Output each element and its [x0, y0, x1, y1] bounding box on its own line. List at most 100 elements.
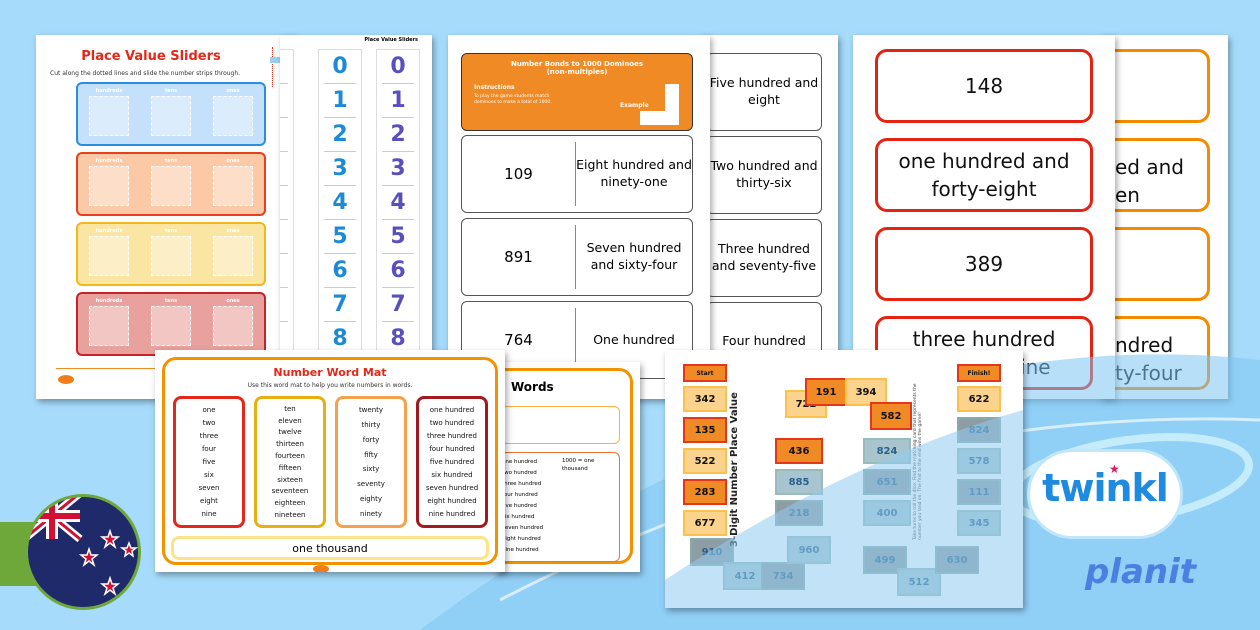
number-word: six hundred	[431, 471, 473, 480]
number-word: sixteen	[277, 475, 303, 484]
strip-digit: 1	[382, 84, 414, 118]
number-card: one hundred and forty-eight	[875, 138, 1093, 212]
slider-label: hundreds	[95, 88, 123, 94]
board-tile: 522	[683, 448, 727, 474]
slider-label: hundreds	[95, 158, 123, 164]
domino-back: Two hundred and thirty-six	[706, 136, 822, 214]
slider-cell: ones	[212, 228, 254, 284]
word-mat-frame	[162, 357, 498, 565]
strip-digit: 5	[382, 220, 414, 254]
slider-slot[interactable]	[89, 166, 129, 206]
slider-slot[interactable]	[213, 236, 253, 276]
twinkl-mini-logo	[313, 565, 329, 572]
number-word: four hundred	[429, 444, 475, 453]
number-word: three hundred	[427, 431, 477, 440]
number-card: 148	[875, 49, 1093, 123]
board-tile: 582	[870, 402, 912, 430]
slider-cell: ones	[212, 158, 254, 214]
slider-slot[interactable]	[151, 96, 191, 136]
slider-cell: tens	[150, 228, 192, 284]
hundred-word: two hundred	[502, 470, 537, 476]
card-back-text: ndred	[1115, 333, 1174, 357]
number-word: five	[202, 457, 216, 466]
new-zealand-flag-icon	[25, 494, 141, 610]
number-strips-sheet: Place Value Sliders 01234567801234567801…	[280, 35, 432, 399]
number-word: one	[202, 405, 216, 414]
slider-slot[interactable]	[151, 236, 191, 276]
slider-row: hundreds tens ones	[76, 152, 266, 216]
slider-slot[interactable]	[213, 96, 253, 136]
strip-digit: 3	[324, 152, 356, 186]
board-overlay	[665, 410, 1023, 608]
words-box	[495, 406, 620, 444]
number-word: eight	[200, 497, 218, 506]
board-tile: Finish!	[957, 364, 1001, 382]
strip-digit: 0	[280, 50, 288, 84]
strip-digit: 5	[280, 220, 288, 254]
words-title: Words	[511, 380, 554, 394]
example-label: Example	[620, 102, 649, 109]
slider-cell: hundreds	[88, 298, 130, 354]
slider-slot[interactable]	[151, 306, 191, 346]
hundred-word: six hundred	[502, 514, 535, 520]
word-mat-title: Number Word Mat	[273, 366, 387, 379]
twinkl-logo: twinkl ★	[1030, 452, 1180, 536]
slider-slot[interactable]	[213, 166, 253, 206]
slider-cell: tens	[150, 158, 192, 214]
twinkl-wordmark: twinkl	[1042, 466, 1169, 510]
strip-digit: 6	[382, 254, 414, 288]
hundred-word: eight hundred	[502, 536, 541, 542]
slider-cell: hundreds	[88, 88, 130, 144]
planit-wordmark: planit	[1085, 552, 1197, 592]
strip-digit: 2	[280, 118, 288, 152]
instructions-text: To play the game students match dominoes…	[474, 94, 552, 105]
domino-words: Eight hundred and ninety-one	[576, 157, 692, 189]
word-mat-sheet: Number Word Mat Use this word mat to hel…	[155, 350, 505, 572]
slider-label: tens	[164, 88, 178, 94]
number-word: three	[199, 431, 219, 440]
hundred-word: one hundred	[502, 459, 537, 465]
number-word: two	[202, 418, 216, 427]
dominoes-title: Number Bonds to 1000 Dominoes	[510, 60, 644, 68]
number-word: nineteen	[274, 511, 306, 520]
strip-digit: 1	[324, 84, 356, 118]
slider-slot[interactable]	[213, 306, 253, 346]
one-thousand-box: one thousand	[171, 536, 489, 560]
pv-subtitle: Cut along the dotted lines and slide the…	[50, 70, 241, 77]
card-back-text-2: ty-four	[1115, 361, 1182, 385]
number-word: fourteen	[275, 452, 305, 461]
domino-number: 891	[462, 225, 576, 289]
slider-slot[interactable]	[151, 166, 191, 206]
number-word: six	[204, 471, 214, 480]
hundred-word: seven hundred	[502, 525, 544, 531]
number-word: nine	[201, 510, 217, 519]
pv-title: Place Value Sliders	[81, 49, 221, 64]
board-tile: 885	[775, 469, 823, 495]
slider-slot[interactable]	[89, 96, 129, 136]
slider-label: tens	[164, 228, 178, 234]
number-card-back: ndred ty-four	[1100, 316, 1210, 390]
slider-label: ones	[226, 158, 240, 164]
star-icon: ★	[1109, 462, 1120, 476]
domino-back: Three hundred and seventy-five	[706, 219, 822, 297]
slider-slot[interactable]	[89, 236, 129, 276]
number-word: twenty	[358, 406, 384, 415]
hundred-word: five hundred	[502, 503, 537, 509]
board-tile: 135	[683, 417, 727, 443]
slider-slot[interactable]	[89, 306, 129, 346]
number-word: sixty	[362, 465, 380, 474]
number-word: seventy	[357, 480, 385, 489]
